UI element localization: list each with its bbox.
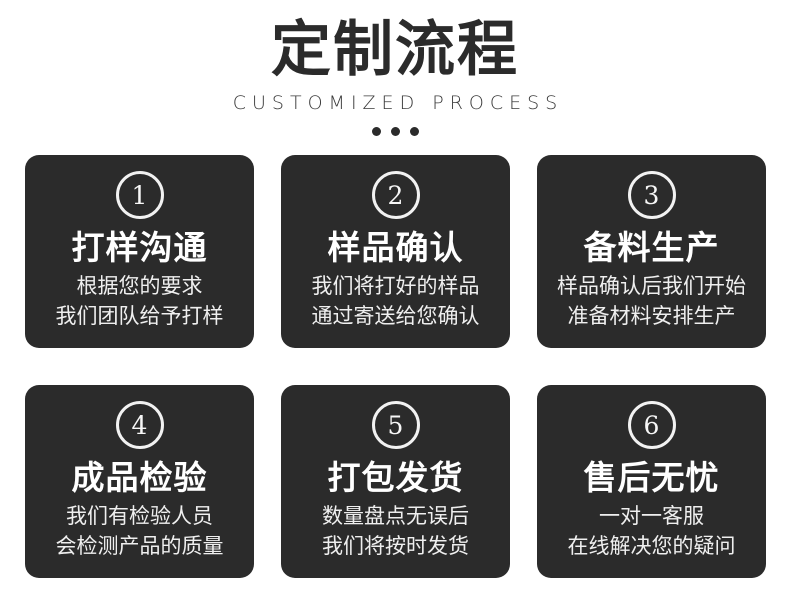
- step-title: 备料生产: [583, 229, 720, 266]
- step-number-badge: 2: [371, 171, 420, 219]
- step-description-line-2: 准备材料安排生产: [567, 305, 736, 328]
- divider-dot: [409, 126, 419, 136]
- divider-dots: [0, 126, 790, 136]
- process-steps-grid: 1 打样沟通 根据您的要求 我们团队给予打样 2 样品确认 我们将打好的样品 通…: [25, 155, 766, 578]
- step-description: 样品确认后我们开始 准备材料安排生产: [557, 272, 746, 332]
- page-title: 定制流程: [271, 16, 519, 83]
- step-description-line-2: 会检测产品的质量: [55, 535, 224, 558]
- process-step-card-6: 6 售后无忧 一对一客服 在线解决您的疑问: [537, 385, 766, 578]
- process-step-card-2: 2 样品确认 我们将打好的样品 通过寄送给您确认: [281, 155, 510, 348]
- step-description-line-2: 通过寄送给您确认: [311, 305, 480, 328]
- step-number-badge: 5: [371, 401, 420, 449]
- step-description-line-1: 样品确认后我们开始: [557, 275, 746, 298]
- step-description-line-1: 我们有检验人员: [66, 505, 213, 528]
- page-header: 定制流程 CUSTOMIZED PROCESS: [0, 0, 790, 136]
- step-title: 成品检验: [71, 459, 208, 496]
- step-number-badge: 1: [115, 171, 164, 219]
- process-step-card-5: 5 打包发货 数量盘点无误后 我们将按时发货: [281, 385, 510, 578]
- step-description: 我们有检验人员 会检测产品的质量: [56, 502, 224, 562]
- step-description: 一对一客服 在线解决您的疑问: [568, 502, 736, 562]
- step-title: 售后无忧: [583, 459, 720, 496]
- step-title: 样品确认: [327, 229, 464, 266]
- step-description-line-2: 在线解决您的疑问: [567, 535, 736, 558]
- divider-dot: [371, 126, 381, 136]
- step-number-badge: 6: [627, 401, 676, 449]
- step-description-line-1: 数量盘点无误后: [322, 505, 469, 528]
- step-description: 数量盘点无误后 我们将按时发货: [322, 502, 469, 562]
- step-description-line-2: 我们将按时发货: [322, 535, 469, 558]
- process-step-card-4: 4 成品检验 我们有检验人员 会检测产品的质量: [25, 385, 254, 578]
- step-title: 打样沟通: [71, 229, 208, 266]
- step-description: 根据您的要求 我们团队给予打样: [56, 272, 224, 332]
- step-description: 我们将打好的样品 通过寄送给您确认: [312, 272, 480, 332]
- process-step-card-1: 1 打样沟通 根据您的要求 我们团队给予打样: [25, 155, 254, 348]
- step-description-line-1: 一对一客服: [599, 505, 704, 528]
- step-title: 打包发货: [327, 459, 464, 496]
- step-description-line-2: 我们团队给予打样: [55, 305, 224, 328]
- process-step-card-3: 3 备料生产 样品确认后我们开始 准备材料安排生产: [537, 155, 766, 348]
- step-description-line-1: 我们将打好的样品: [311, 275, 480, 298]
- step-number-badge: 3: [627, 171, 676, 219]
- step-description-line-1: 根据您的要求: [76, 275, 203, 298]
- page-subtitle: CUSTOMIZED PROCESS: [232, 92, 564, 114]
- divider-dot: [390, 126, 400, 136]
- step-number-badge: 4: [115, 401, 164, 449]
